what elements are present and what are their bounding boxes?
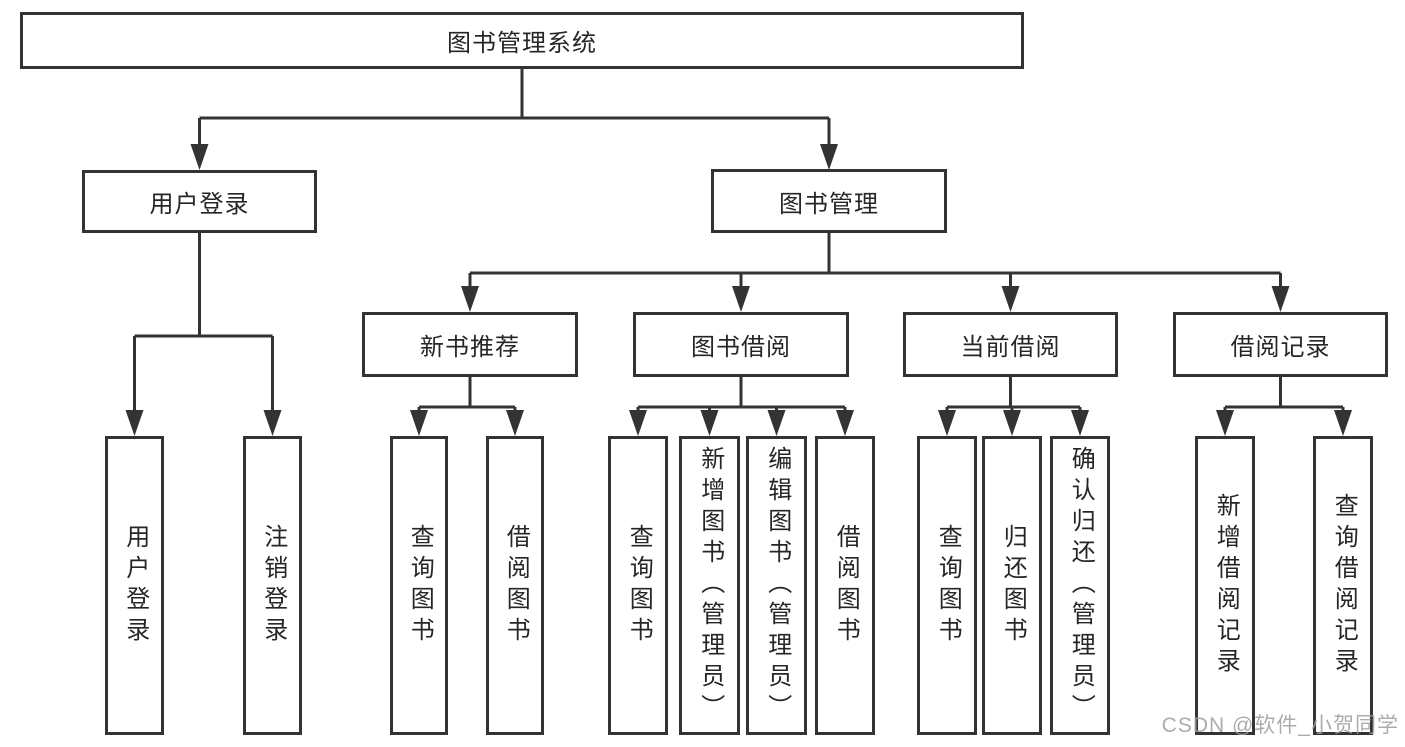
csdn-watermark: CSDN @软件_小贺同学 [1161,714,1399,737]
leaf-current-return-books: 归还图书 [982,436,1042,735]
node-book-management: 图书管理 [711,169,947,233]
leaf-borrow-edit-books-admin: 编辑图书（管理员） [746,436,807,735]
node-root: 图书管理系统 [20,12,1024,69]
leaf-logout: 注销登录 [243,436,302,735]
node-book-borrow: 图书借阅 [633,312,849,377]
leaf-current-query-books: 查询图书 [917,436,977,735]
node-new-book-recommend: 新书推荐 [362,312,578,377]
leaf-records-query-record: 查询借阅记录 [1313,436,1373,735]
node-borrow-records: 借阅记录 [1173,312,1388,377]
node-current-borrow: 当前借阅 [903,312,1118,377]
leaf-recommend-query-books: 查询图书 [390,436,448,735]
leaf-borrow-borrow-books: 借阅图书 [815,436,875,735]
leaf-user-login: 用户登录 [105,436,164,735]
leaf-current-confirm-return-admin: 确认归还（管理员） [1050,436,1110,735]
node-user-login: 用户登录 [82,170,317,233]
leaf-recommend-borrow-books: 借阅图书 [486,436,544,735]
leaf-borrow-query-books: 查询图书 [608,436,668,735]
leaf-records-add-record: 新增借阅记录 [1195,436,1255,735]
leaf-borrow-add-books-admin: 新增图书（管理员） [679,436,740,735]
